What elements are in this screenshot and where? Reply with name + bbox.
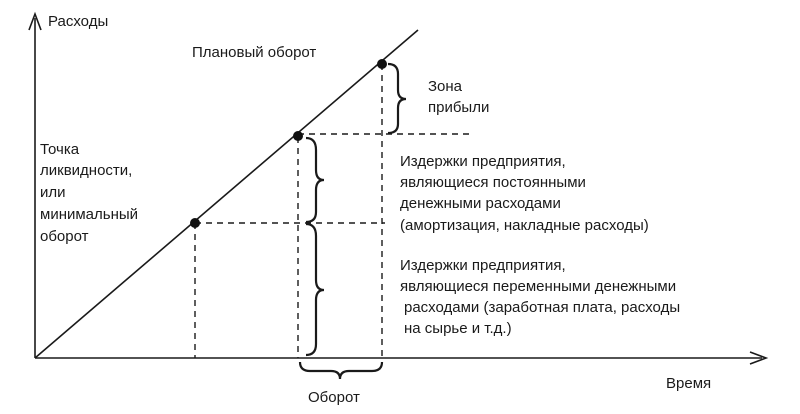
planned-turnover-point	[377, 59, 387, 69]
planned-turnover-label: Плановый оборот	[192, 44, 316, 61]
liquidity-point-label: Точка ликвидности, или минимальный оборо…	[40, 141, 138, 245]
variable-costs-line: являющиеся переменными денежными	[400, 278, 676, 295]
turnover-label: Оборот	[308, 389, 360, 406]
liquidity-line: оборот	[40, 228, 89, 245]
fixed-costs-line: Издержки предприятия,	[400, 153, 566, 170]
liquidity-line: или	[40, 184, 66, 201]
x-axis-arrow-icon	[749, 351, 769, 365]
variable-costs-brace	[305, 222, 325, 357]
min-turnover-point	[190, 218, 200, 228]
profit-zone-line: Зона	[428, 78, 463, 95]
variable-costs-label: Издержки предприятия, являющиеся перемен…	[400, 257, 680, 337]
fixed-cost-point	[293, 131, 303, 141]
y-axis-label: Расходы	[48, 13, 108, 30]
y-axis-arrow-icon	[28, 11, 42, 31]
profit-zone-brace	[387, 62, 407, 135]
cost-line	[34, 29, 419, 359]
fixed-costs-label: Издержки предприятия, являющиеся постоян…	[400, 153, 649, 234]
profit-zone-label: Зона прибыли	[428, 78, 489, 116]
turnover-brace	[298, 361, 384, 380]
variable-costs-line: на сырье и т.д.)	[404, 320, 512, 337]
fixed-costs-line: являющиеся постоянными	[400, 174, 586, 191]
liquidity-line: минимальный	[40, 206, 138, 223]
variable-costs-line: Издержки предприятия,	[400, 257, 566, 274]
profit-zone-line: прибыли	[428, 99, 489, 116]
variable-costs-line: расходами (заработная плата, расходы	[404, 299, 680, 316]
fixed-costs-line: денежными расходами	[400, 195, 561, 212]
x-axis-label: Время	[666, 375, 711, 392]
fixed-costs-brace	[305, 136, 325, 224]
fixed-costs-line: (амортизация, накладные расходы)	[400, 217, 649, 234]
liquidity-line: ликвидности,	[40, 162, 132, 179]
liquidity-line: Точка	[40, 141, 80, 158]
